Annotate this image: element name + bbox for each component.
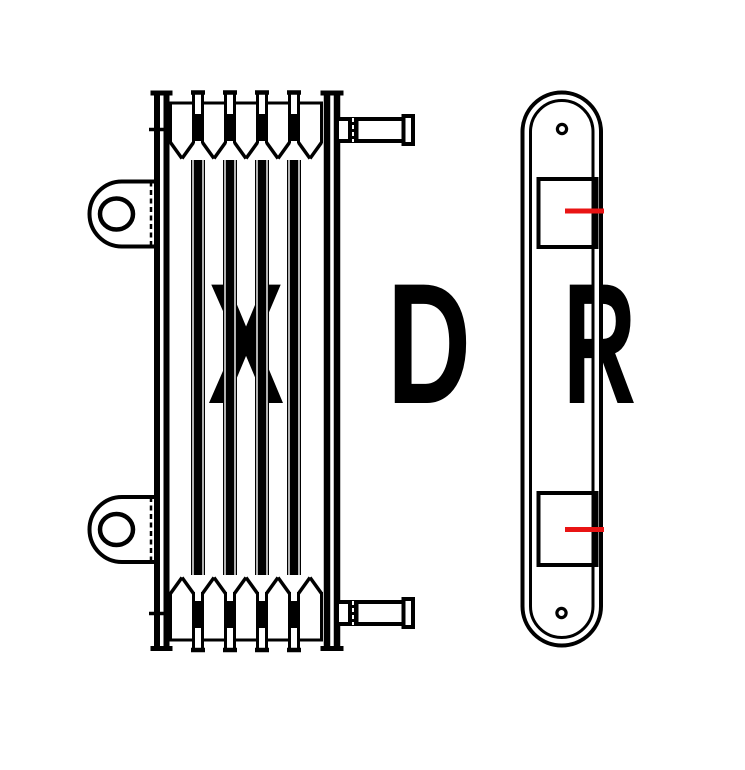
plate-seam-body [222, 159, 238, 576]
hose-fitting-top [335, 114, 415, 146]
hose-fitting-bottom [335, 597, 415, 629]
plate-seam-body [286, 159, 302, 576]
rivet-hole-top [555, 122, 569, 136]
watermark-letter-d: D [387, 248, 471, 440]
plate-seam-body [254, 159, 270, 576]
oil-cooler-side-view [520, 90, 604, 648]
side-outline-outer [520, 90, 603, 648]
oil-cooler-front-view [90, 90, 415, 651]
left-end-plate [149, 90, 173, 651]
side-outline-inner [529, 99, 595, 639]
rivet-hole-bottom [555, 606, 568, 620]
plate-seam-body [190, 159, 206, 576]
right-end-plate [320, 90, 344, 651]
watermark: X D R [208, 248, 636, 440]
watermark-letter-x: X [208, 248, 284, 440]
